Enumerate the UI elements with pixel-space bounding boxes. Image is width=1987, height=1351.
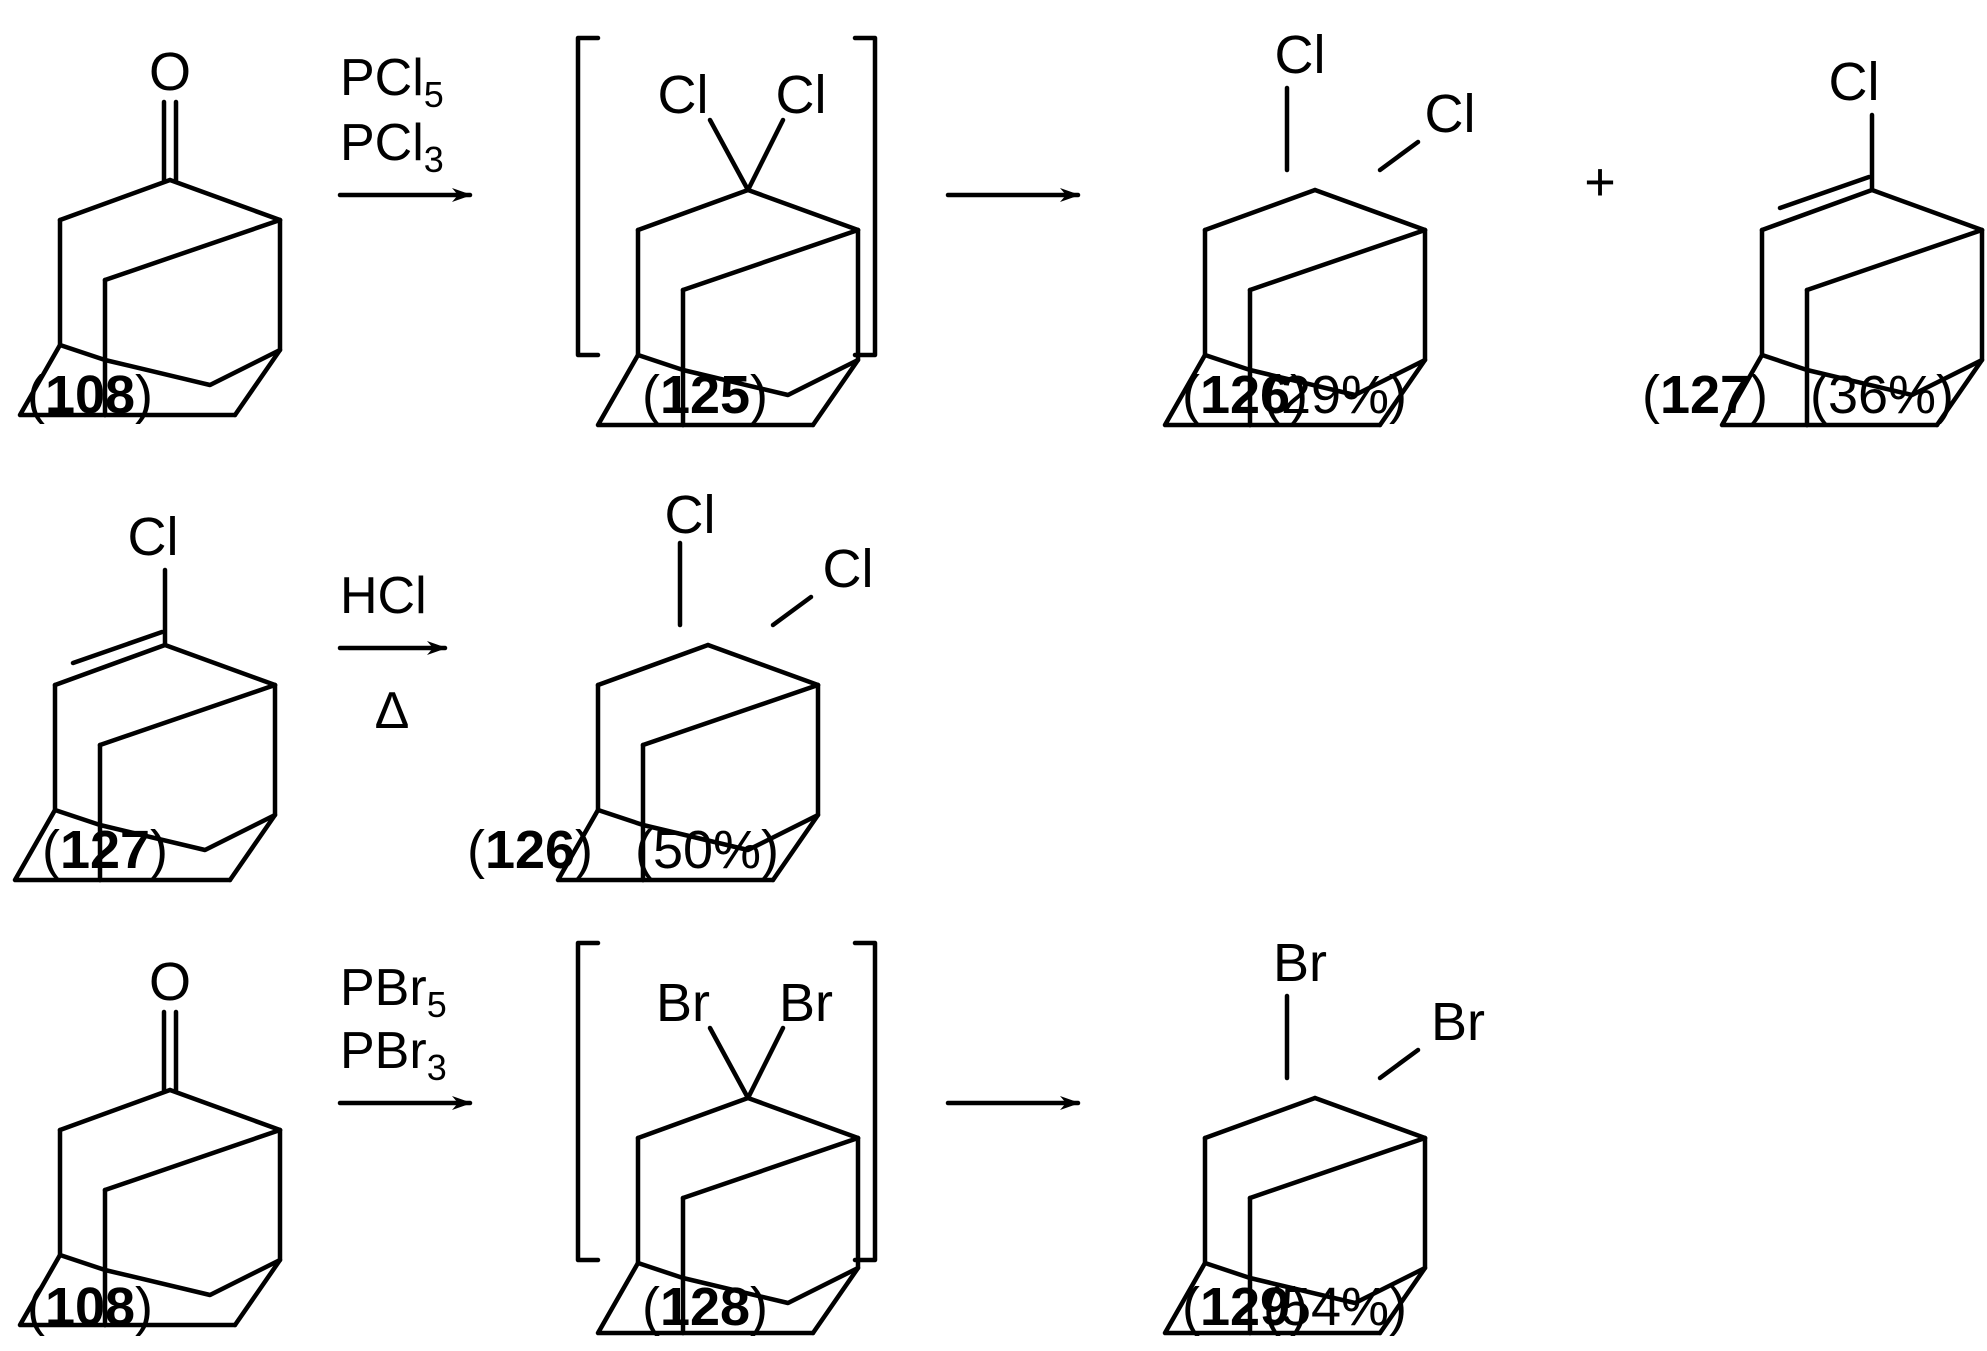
oxygen-atom: O [149,952,191,1012]
chlorine-atom: Cl [1829,52,1880,112]
bromine-atom: Br [656,973,710,1033]
yield-127-row1: (36%) [1810,365,1954,425]
compound-126-row1: Cl Cl [1165,25,1476,425]
compound-label-128: (128) [642,1277,768,1337]
bromine-atom: Br [1431,992,1485,1052]
compound-126-row2: Cl Cl [558,485,874,880]
bromine-atom: Br [779,973,833,1033]
reagent-pbr5: PBr5 [340,959,447,1025]
chlorine-atom: Cl [658,65,709,125]
plus-sign: + [1584,152,1616,212]
reagent-hcl: HCl [340,567,427,625]
chlorine-atom: Cl [128,507,179,567]
yield-129: (54%) [1263,1277,1407,1337]
compound-127-row2: Cl [15,507,275,880]
reagent-pcl5: PCl5 [340,49,444,115]
compound-125: Cl Cl [598,65,858,425]
compound-128: Br Br [598,973,858,1333]
bromine-atom: Br [1273,933,1327,993]
compound-108-row3: O [20,952,280,1325]
compound-label-129: (129) [1182,1277,1308,1337]
compound-label-127-row2: (127) [42,820,168,880]
compound-label-108-row1: (108) [27,365,153,425]
bracket-left-125 [575,35,601,358]
chlorine-atom: Cl [776,65,827,125]
reagent-pbr3: PBr3 [340,1022,447,1088]
compound-label-126-row1: (126) [1182,365,1308,425]
compound-108-row1: O [20,42,280,415]
compound-label-108-row3: (108) [27,1277,153,1337]
compound-label-126-row2: (126) [467,820,593,880]
compound-label-127-row1: (127) [1642,365,1768,425]
chlorine-atom: Cl [823,539,874,599]
oxygen-atom: O [149,42,191,102]
yield-126-row2: (50%) [635,820,779,880]
bracket-right-128 [852,940,878,1263]
reagent-heat-delta: Δ [375,682,410,740]
compound-label-125: (125) [642,365,768,425]
bracket-left-128 [575,940,601,1263]
chlorine-atom: Cl [665,485,716,545]
yield-126-row1: (29%) [1263,365,1407,425]
chlorine-atom: Cl [1275,25,1326,85]
reagent-pcl3: PCl3 [340,114,444,180]
compound-129: Br Br [1165,933,1485,1333]
chlorine-atom: Cl [1425,84,1476,144]
compound-127-row1: Cl [1722,52,1982,425]
bracket-right-125 [852,35,878,358]
